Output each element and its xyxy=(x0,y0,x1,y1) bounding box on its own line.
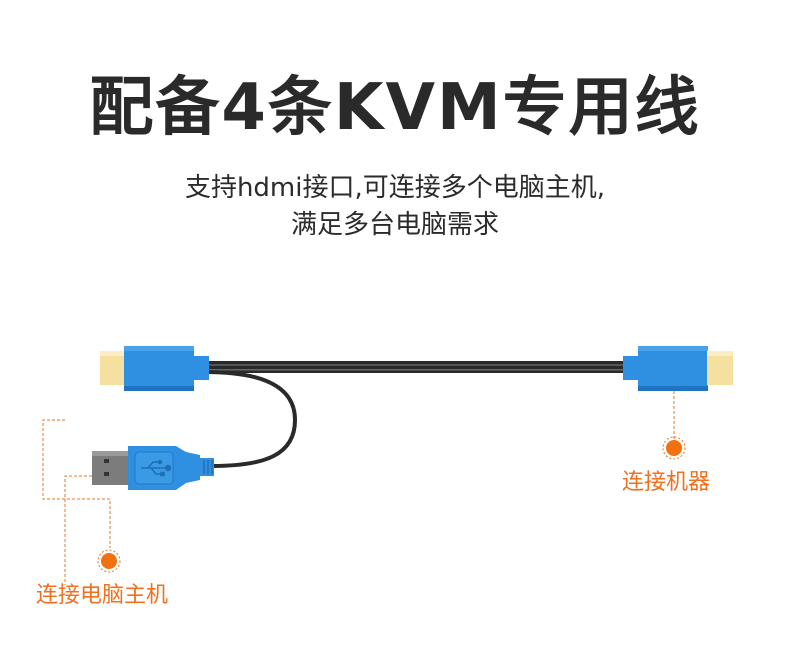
subtitle-line-2: 满足多台电脑需求 xyxy=(290,210,499,240)
right-hdmi-connector xyxy=(623,346,733,391)
callout-connect-machine: 连接机器 xyxy=(622,470,711,495)
usb-symbol-icon xyxy=(141,459,172,477)
host-callout-dot xyxy=(101,553,117,569)
subtitle-line-1: 支持hdmi接口,可连接多个电脑主机, xyxy=(184,173,606,203)
page-title: 配备4条KVM专用线 xyxy=(89,71,701,145)
usb-connector xyxy=(92,446,214,490)
main-cable xyxy=(205,361,630,373)
usb-branch-cable xyxy=(204,370,298,468)
left-hdmi-connector xyxy=(100,346,209,391)
callout-connect-host: 连接电脑主机 xyxy=(36,583,169,608)
host-callout-marker xyxy=(42,419,121,585)
machine-callout-marker xyxy=(662,391,686,460)
